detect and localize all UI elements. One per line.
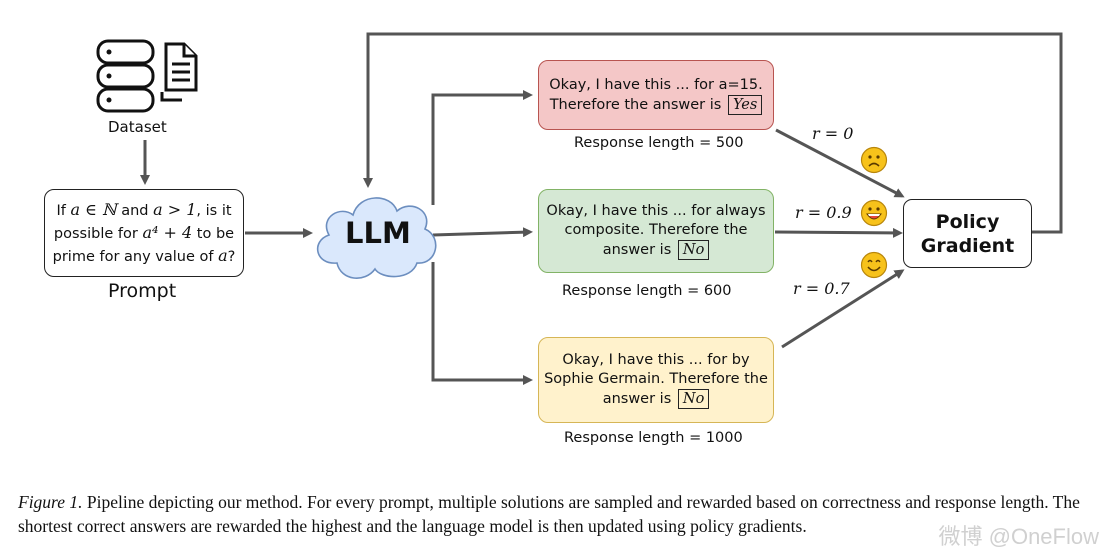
database-icon (96, 39, 155, 113)
figure-label: Figure 1. (18, 492, 83, 512)
response-2-answer: No (677, 240, 710, 260)
arrow-llm-to-response-3 (431, 262, 533, 385)
arrow-response-1-to-policy (775, 128, 905, 198)
response-2-length: Response length = 600 (562, 283, 732, 299)
response-3-answer: No (677, 389, 710, 409)
response-3-line3: answer is (602, 391, 672, 407)
reward-3: r = 0.7 (793, 279, 850, 298)
policy-line2: Gradient (920, 234, 1015, 257)
reward-2: r = 0.9 (795, 203, 852, 222)
smiling-face-icon (860, 251, 888, 279)
llm-label: LLM (345, 216, 411, 250)
llm-cloud-icon (316, 197, 437, 279)
figure-caption: Figure 1. Pipeline depicting our method.… (18, 490, 1093, 538)
arrow-policy-to-llm-feedback (363, 32, 1063, 234)
response-2-line1: Okay, I have this ... for always (546, 203, 766, 219)
response-1-line1: Okay, I have this ... for a=15. (549, 76, 763, 93)
response-1-length: Response length = 500 (574, 135, 744, 151)
response-3-length: Response length = 1000 (564, 430, 743, 446)
grinning-face-icon (860, 199, 888, 227)
policy-gradient-box: Policy Gradient (903, 199, 1032, 268)
document-icon (160, 42, 198, 102)
prompt-label: Prompt (108, 280, 177, 302)
arrow-llm-to-response-2 (432, 227, 533, 238)
connector-arrows (140, 32, 1063, 385)
response-2-line2: composite. Therefore the (564, 222, 748, 238)
watermark: 微博 @OneFlow (938, 524, 1099, 549)
response-box-3: Okay, I have this ... for by Sophie Germ… (538, 337, 774, 423)
response-3-line1: Okay, I have this ... for by (562, 352, 750, 368)
arrow-llm-to-response-1 (431, 90, 533, 205)
response-1-answer: Yes (727, 94, 763, 115)
response-3-line2: Sophie Germain. Therefore the (544, 371, 768, 387)
response-2-line3: answer is (602, 242, 672, 258)
response-1-line2: Therefore the answer is (549, 96, 722, 113)
arrow-response-3-to-policy (781, 269, 905, 349)
response-box-2: Okay, I have this ... for always composi… (538, 189, 774, 273)
reward-1: r = 0 (812, 124, 854, 143)
prompt-box: If a ∈ ℕ and a > 1, is it possible for a… (44, 189, 244, 277)
policy-line1: Policy (935, 210, 1000, 233)
sad-face-icon (860, 146, 888, 174)
arrow-response-2-to-policy (774, 227, 903, 238)
response-box-1: Okay, I have this ... for a=15. Therefor… (538, 60, 774, 130)
dataset-label: Dataset (108, 118, 167, 136)
caption-text: Pipeline depicting our method. For every… (18, 492, 1080, 536)
